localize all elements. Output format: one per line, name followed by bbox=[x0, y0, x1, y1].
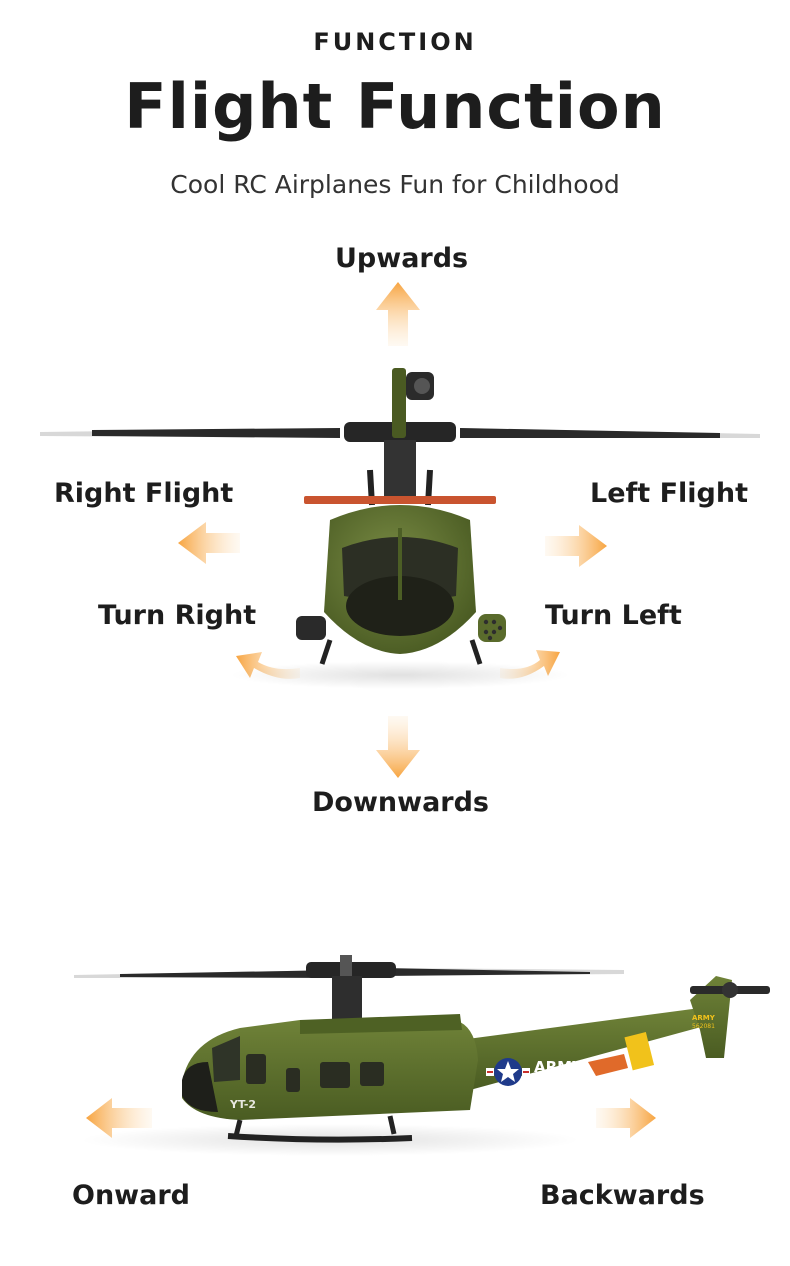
tail-army-marking: ARMY bbox=[692, 1014, 716, 1022]
label-left-flight: Left Flight bbox=[590, 478, 748, 509]
label-onward: Onward bbox=[72, 1180, 190, 1211]
label-backwards: Backwards bbox=[540, 1180, 705, 1211]
arrow-left-flight-icon bbox=[545, 525, 607, 567]
page-title: Flight Function bbox=[124, 70, 666, 143]
arrow-up-icon bbox=[376, 282, 420, 346]
model-code-marking: YT-2 bbox=[229, 1098, 256, 1111]
label-turn-left: Turn Left bbox=[545, 600, 682, 631]
helicopter-side-view bbox=[74, 955, 770, 1156]
page-subtitle: Cool RC Airplanes Fun for Childhood bbox=[170, 170, 620, 199]
arrow-backwards-icon bbox=[596, 1098, 656, 1138]
label-upwards: Upwards bbox=[335, 243, 469, 274]
arrow-onward-icon bbox=[86, 1098, 152, 1138]
label-right-flight: Right Flight bbox=[54, 478, 234, 509]
arrow-right-flight-icon bbox=[178, 522, 240, 564]
helicopter-front-view bbox=[40, 368, 760, 689]
section-kicker: FUNCTION bbox=[313, 28, 477, 56]
label-turn-right: Turn Right bbox=[98, 600, 257, 631]
arrow-down-icon bbox=[376, 716, 420, 778]
label-downwards: Downwards bbox=[312, 787, 490, 818]
army-marking: ARMY bbox=[534, 1058, 584, 1076]
tail-serial-marking: 562081 bbox=[692, 1023, 715, 1030]
